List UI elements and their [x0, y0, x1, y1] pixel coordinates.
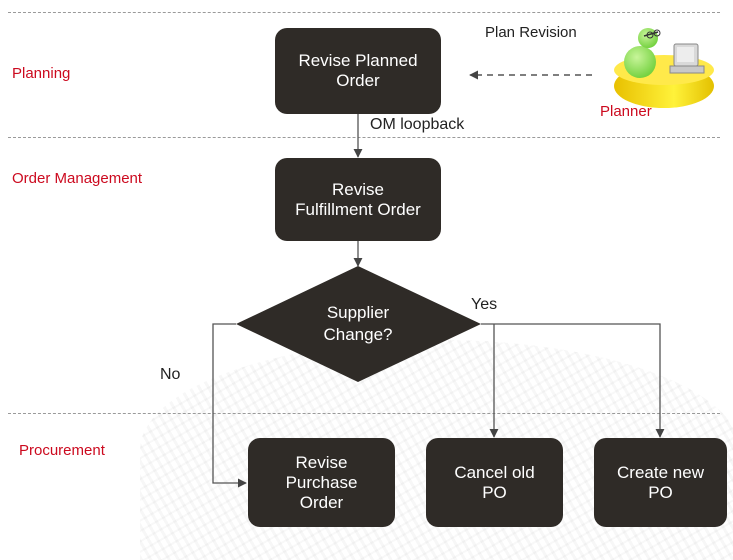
node-supplier-change: Supplier Change? [323, 303, 393, 344]
actor-label-planner: Planner [600, 103, 652, 120]
node-revise-planned-order: Revise Planned Order [275, 28, 441, 114]
edge-yes-create [481, 323, 665, 438]
decision-diamond [236, 266, 481, 382]
lane-divider [8, 413, 720, 414]
lane-label-procurement: Procurement [19, 442, 105, 459]
lane-label-planning: Planning [12, 65, 71, 82]
planner-at-computer-icon [614, 28, 714, 108]
edge-label-plan-revision: Plan Revision [485, 24, 577, 41]
lane-label-order-management: Order Management [12, 170, 143, 187]
node-create-new-po: Create new PO [594, 438, 727, 527]
edge-label-no: No [160, 366, 181, 383]
node-revise-fulfillment-order: Revise Fulfillment Order [275, 158, 441, 241]
edge-no [212, 323, 247, 488]
lane-divider [8, 12, 720, 13]
connectors [212, 70, 665, 488]
edge-label-yes: Yes [471, 296, 498, 313]
node-revise-purchase-order: Revise Purchase Order [248, 438, 395, 527]
edge-label-om-loopback: OM loopback [370, 116, 465, 133]
node-cancel-old-po: Cancel old PO [426, 438, 563, 527]
lane-divider [8, 137, 720, 138]
